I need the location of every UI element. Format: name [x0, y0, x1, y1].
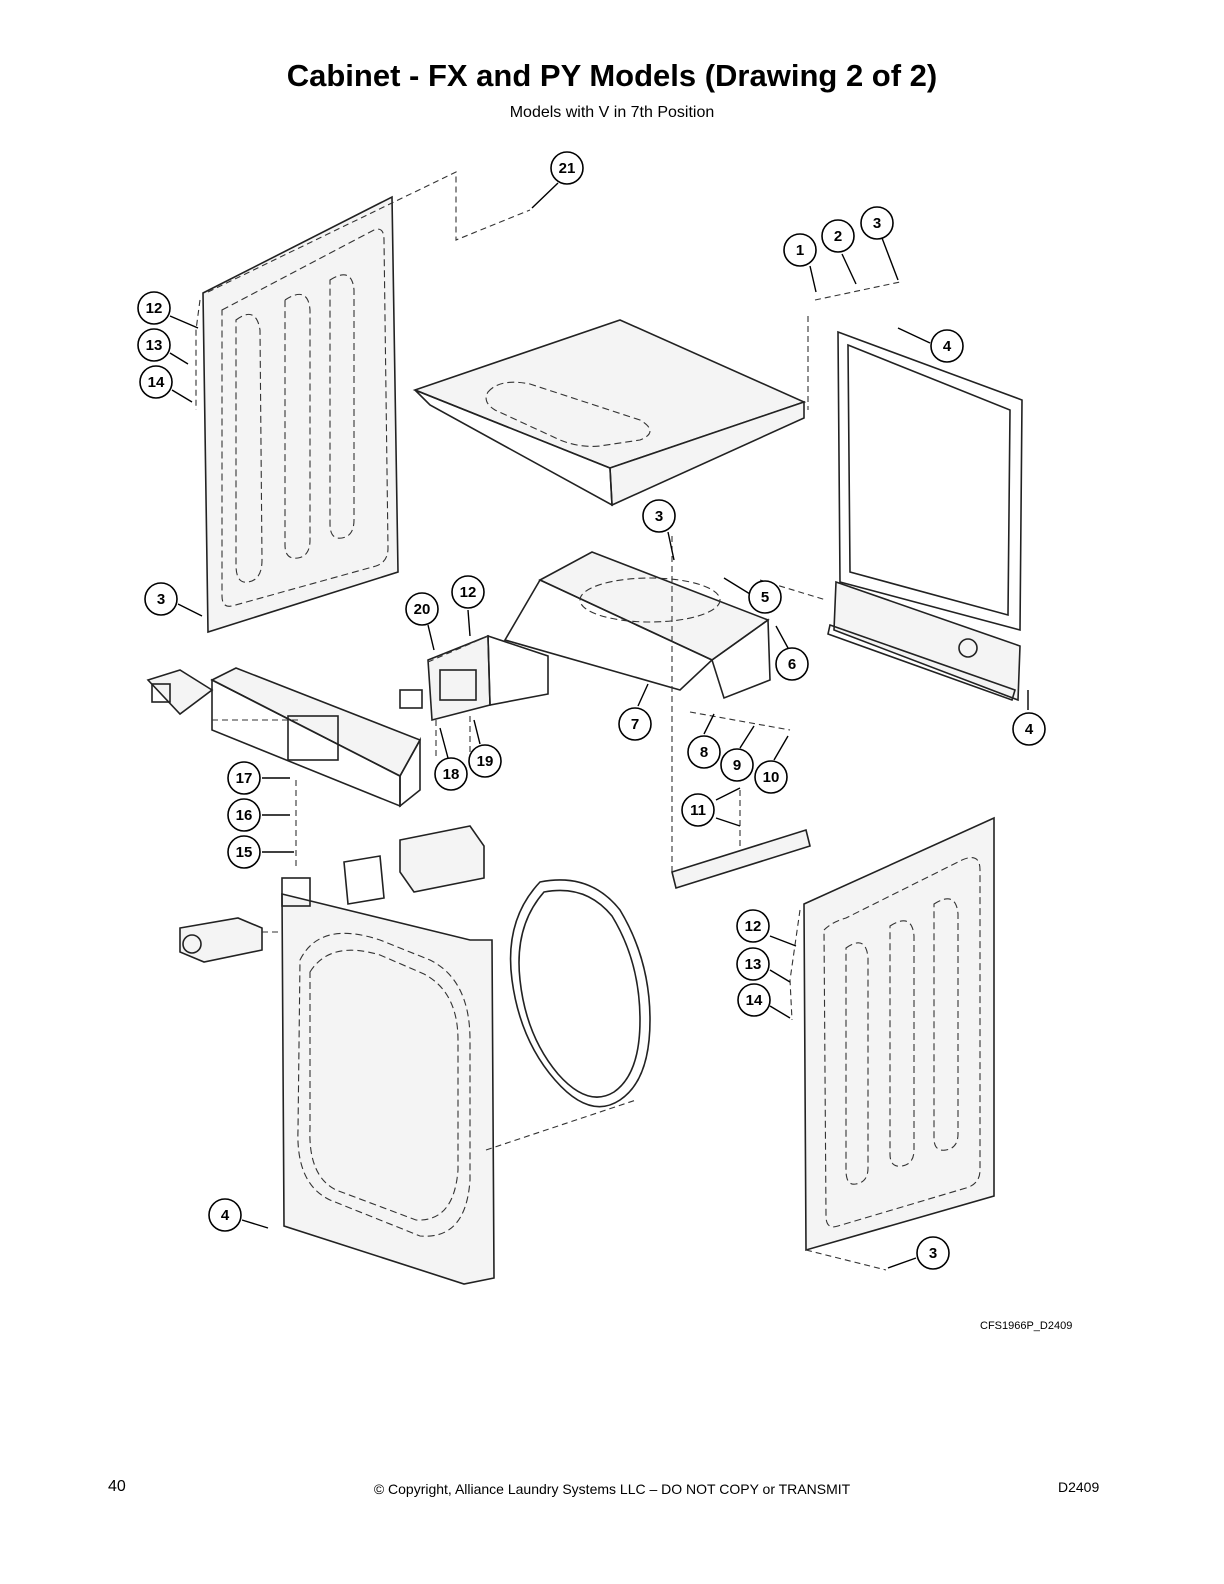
copyright-notice: © Copyright, Alliance Laundry Systems LL… [373, 1481, 851, 1497]
callout-3c: 3 [642, 499, 676, 533]
callout-label: 3 [655, 508, 663, 525]
callout-arrows [169, 182, 1029, 1269]
explode-lines [195, 171, 901, 1271]
callout-label: 17 [236, 770, 253, 787]
callout-18: 18 [434, 757, 468, 791]
callout-label: 21 [559, 160, 576, 177]
drawing-code: CFS1966P_D2409 [980, 1320, 1073, 1332]
callout-8: 8 [687, 735, 721, 769]
callout-17: 17 [227, 761, 261, 795]
callout-label: 5 [761, 589, 769, 606]
callout-label: 3 [157, 591, 165, 608]
document-code: D2409 [1058, 1479, 1100, 1495]
callout-label: 15 [236, 844, 253, 861]
callout-label: 10 [763, 769, 780, 786]
callout-12a: 12 [137, 291, 171, 325]
callout-label: 18 [443, 766, 460, 783]
callout-label: 12 [146, 300, 163, 317]
callout-5: 5 [748, 580, 782, 614]
module-box [343, 825, 485, 905]
door-gasket [509, 879, 651, 1108]
callout-3a: 3 [860, 206, 894, 240]
callout-label: 11 [690, 802, 706, 819]
callout-label: 20 [414, 601, 431, 618]
page-title: Cabinet - FX and PY Models (Drawing 2 of… [286, 58, 938, 93]
callout-label: 9 [733, 757, 741, 774]
callout-15: 15 [227, 835, 261, 869]
callout-6: 6 [775, 647, 809, 681]
callout-label: 14 [148, 374, 165, 391]
callout-4c: 4 [208, 1198, 242, 1232]
callout-14b: 14 [737, 983, 771, 1017]
callout-label: 4 [943, 338, 952, 355]
control-board-assembly [399, 634, 549, 722]
callout-12c: 12 [736, 909, 770, 943]
callout-13a: 13 [137, 328, 171, 362]
callout-label: 13 [146, 337, 163, 354]
right-side-panel [803, 816, 995, 1252]
callout-9: 9 [720, 748, 754, 782]
keypad-assembly [146, 669, 214, 716]
callout-label: 4 [1025, 721, 1034, 738]
callout-13b: 13 [736, 947, 770, 981]
callout-label: 14 [746, 992, 763, 1009]
callout-label: 12 [460, 584, 477, 601]
callout-14a: 14 [139, 365, 173, 399]
callout-label: 6 [788, 656, 796, 673]
coin-box [179, 917, 263, 963]
page-number: 40 [108, 1478, 126, 1495]
callout-label: 13 [745, 956, 762, 973]
callout-1: 1 [783, 233, 817, 267]
callout-3b: 3 [144, 582, 178, 616]
callout-21: 21 [550, 151, 584, 185]
top-panel [412, 319, 807, 507]
callout-label: 19 [477, 753, 494, 770]
callout-7: 7 [618, 707, 652, 741]
front-panel [281, 877, 495, 1285]
callout-12b: 12 [451, 575, 485, 609]
callout-3d: 3 [916, 1236, 950, 1270]
callout-label: 8 [700, 744, 708, 761]
center-tray [503, 551, 771, 700]
callout-2: 2 [821, 219, 855, 253]
callout-4a: 4 [930, 329, 964, 363]
bottom-rail [671, 828, 811, 890]
callout-label: 1 [796, 242, 804, 259]
callout-label: 16 [236, 807, 253, 824]
callout-20: 20 [405, 592, 439, 626]
rear-lower-bracket [827, 580, 1021, 702]
callout-19: 19 [468, 744, 502, 778]
callout-label: 7 [631, 716, 639, 733]
callout-16: 16 [227, 798, 261, 832]
callout-label: 4 [221, 1207, 230, 1224]
control-console [210, 667, 422, 808]
callout-label: 2 [834, 228, 842, 245]
rear-panel-frame [837, 330, 1023, 632]
left-side-panel [202, 195, 399, 634]
callout-label: 3 [929, 1245, 937, 1262]
callout-label: 3 [873, 215, 881, 232]
callout-4b: 4 [1012, 712, 1046, 746]
callout-label: 12 [745, 918, 762, 935]
callout-10: 10 [754, 760, 788, 794]
page-subtitle: Models with V in 7th Position [509, 104, 715, 121]
callout-11: 11 [681, 793, 715, 827]
